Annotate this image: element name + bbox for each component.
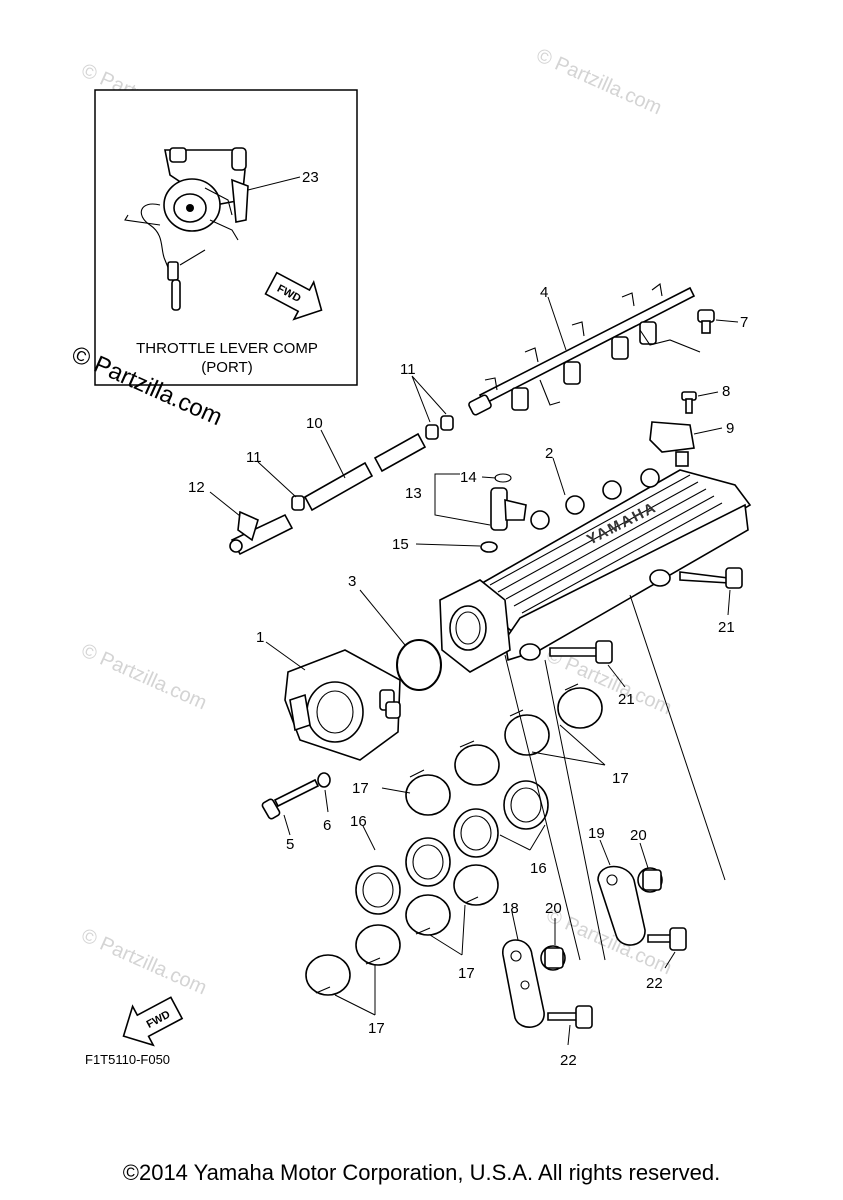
gasket-18 (502, 939, 593, 1029)
bolt-5 (261, 772, 331, 820)
inset-throttle-lever: 23 FWD THROTTLE LEVER COMP (PORT) (94, 89, 358, 386)
callout-21: 21 (618, 691, 635, 708)
watermark: © Partzilla.com (78, 639, 210, 714)
callout-4: 4 (540, 284, 548, 301)
part-code: F1T5110-F050 (85, 1052, 170, 1067)
inset-subtitle: (PORT) (201, 359, 252, 376)
callout-13: 13 (405, 485, 422, 502)
callout-7: 7 (740, 314, 748, 331)
callout-16: 16 (530, 860, 547, 877)
gasket-19 (597, 865, 687, 951)
callout-21: 21 (718, 619, 735, 636)
injector-13 (480, 473, 527, 553)
fitting-12 (229, 510, 294, 556)
callout-9: 9 (726, 420, 734, 437)
callout-20: 20 (545, 900, 562, 917)
watermark: © Partzilla.com (78, 924, 210, 999)
bolt-7 (697, 309, 715, 334)
callout-22: 22 (560, 1052, 577, 1069)
fuel-rail (468, 283, 701, 416)
callout-17: 17 (458, 965, 475, 982)
screw-8 (681, 391, 697, 414)
callout-10: 10 (306, 415, 323, 432)
callout-20: 20 (630, 827, 647, 844)
callout-8: 8 (722, 383, 730, 400)
clamps-and-joints (305, 683, 603, 996)
sensor-9 (649, 421, 695, 467)
callout-16: 16 (350, 813, 367, 830)
callout-1: 1 (256, 629, 264, 646)
callout-23: 23 (302, 169, 319, 186)
callout-3: 3 (348, 573, 356, 590)
watermark: © Partzilla.com (533, 44, 665, 119)
callout-11: 11 (400, 361, 416, 378)
parts-diagram: © Partzilla.com © Partzilla.com © Partzi… (68, 44, 752, 1069)
callout-2: 2 (545, 445, 553, 462)
callout-12: 12 (188, 479, 205, 496)
callout-15: 15 (392, 536, 409, 553)
intake-manifold-2: YAMAHA (439, 468, 752, 673)
callout-14: 14 (460, 469, 477, 486)
callout-19: 19 (588, 825, 605, 842)
callout-18: 18 (502, 900, 519, 917)
callout-11: 11 (246, 449, 262, 466)
copyright-notice: ©2014 Yamaha Motor Corporation, U.S.A. A… (122, 1160, 721, 1185)
callout-22: 22 (646, 975, 663, 992)
callout-17: 17 (368, 1020, 385, 1037)
bolt-21 (549, 567, 743, 664)
fwd-arrow-inset: FWD (264, 271, 323, 321)
callout-5: 5 (286, 836, 294, 853)
o-ring-3 (396, 639, 442, 691)
callout-17: 17 (612, 770, 629, 787)
throttle-body-1 (284, 649, 401, 761)
callout-17: 17 (352, 780, 369, 797)
fwd-arrow: FWD (122, 996, 184, 1047)
hose-10 (291, 415, 454, 512)
callout-6: 6 (323, 817, 331, 834)
inset-title: THROTTLE LEVER COMP (136, 340, 318, 357)
